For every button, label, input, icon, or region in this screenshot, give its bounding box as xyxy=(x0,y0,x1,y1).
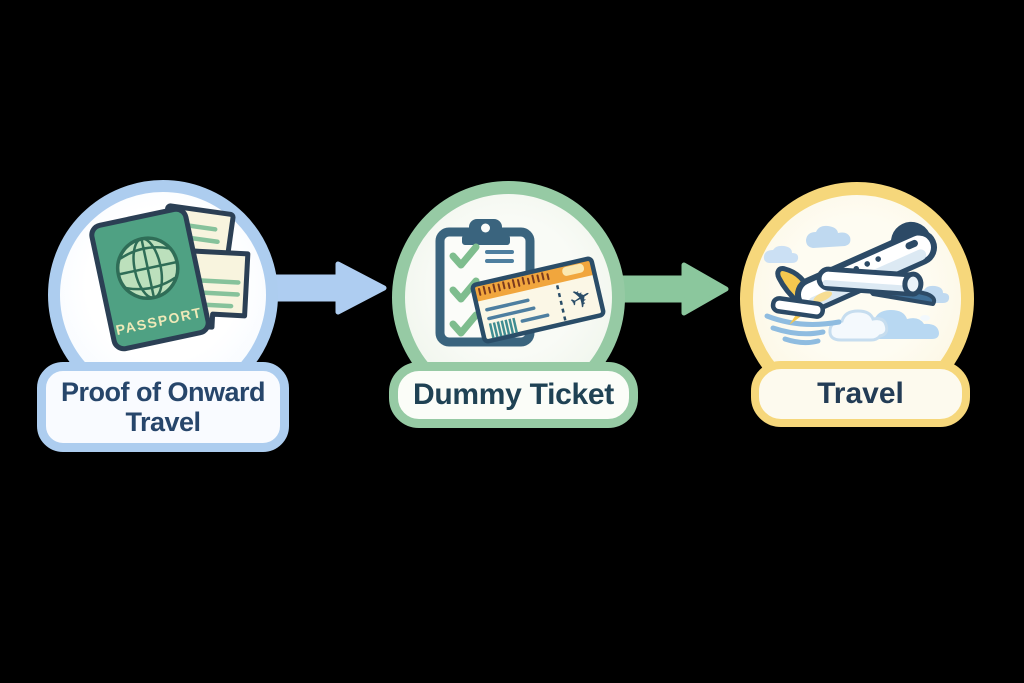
checkmarks-icon xyxy=(449,243,480,337)
speed-lines-icon xyxy=(764,313,842,346)
airplane-tail-fin-icon xyxy=(775,266,815,306)
document-back-icon xyxy=(154,203,236,299)
boarding-pass-icon: ✈ xyxy=(470,256,606,344)
step2-label-pill: Dummy Ticket xyxy=(389,362,638,428)
passport-cover-text: PASSPORT xyxy=(114,304,203,338)
step3-circle xyxy=(740,182,974,416)
passport-documents-icon: PASSPORT xyxy=(89,203,251,352)
globe-icon xyxy=(115,236,180,300)
step1-circle: PASSPORT xyxy=(48,180,278,410)
step1-label-pill: Proof of Onward Travel xyxy=(37,362,289,452)
arrow-step2-to-step3-icon xyxy=(616,262,729,316)
step1-label: Proof of Onward Travel xyxy=(61,376,266,437)
clouds-icon xyxy=(763,225,950,342)
step2-label: Dummy Ticket xyxy=(413,378,614,411)
passport-icon: PASSPORT xyxy=(89,206,211,352)
document-front-icon xyxy=(169,247,251,330)
airplane-far-wing-icon xyxy=(868,280,937,306)
step2-circle: ✈ xyxy=(392,181,625,414)
airplane-fuselage-icon xyxy=(789,221,937,325)
step1-label-line1: Proof of Onward xyxy=(61,376,266,407)
arrow-step1-to-step2-icon xyxy=(262,261,387,315)
step3-label: Travel xyxy=(817,377,904,410)
step3-label-pill: Travel xyxy=(751,361,970,427)
airplane-takeoff-icon xyxy=(763,221,950,346)
ticket-plane-glyph-icon: ✈ xyxy=(564,280,598,317)
step1-label-line2: Travel xyxy=(125,407,201,437)
clipboard-icon xyxy=(435,219,535,347)
barcode-icon xyxy=(488,317,519,339)
airplane-tailplane-icon xyxy=(770,296,826,319)
clipboard-boarding-pass-icon: ✈ xyxy=(435,219,606,347)
airplane-main-wing-icon xyxy=(816,266,924,297)
